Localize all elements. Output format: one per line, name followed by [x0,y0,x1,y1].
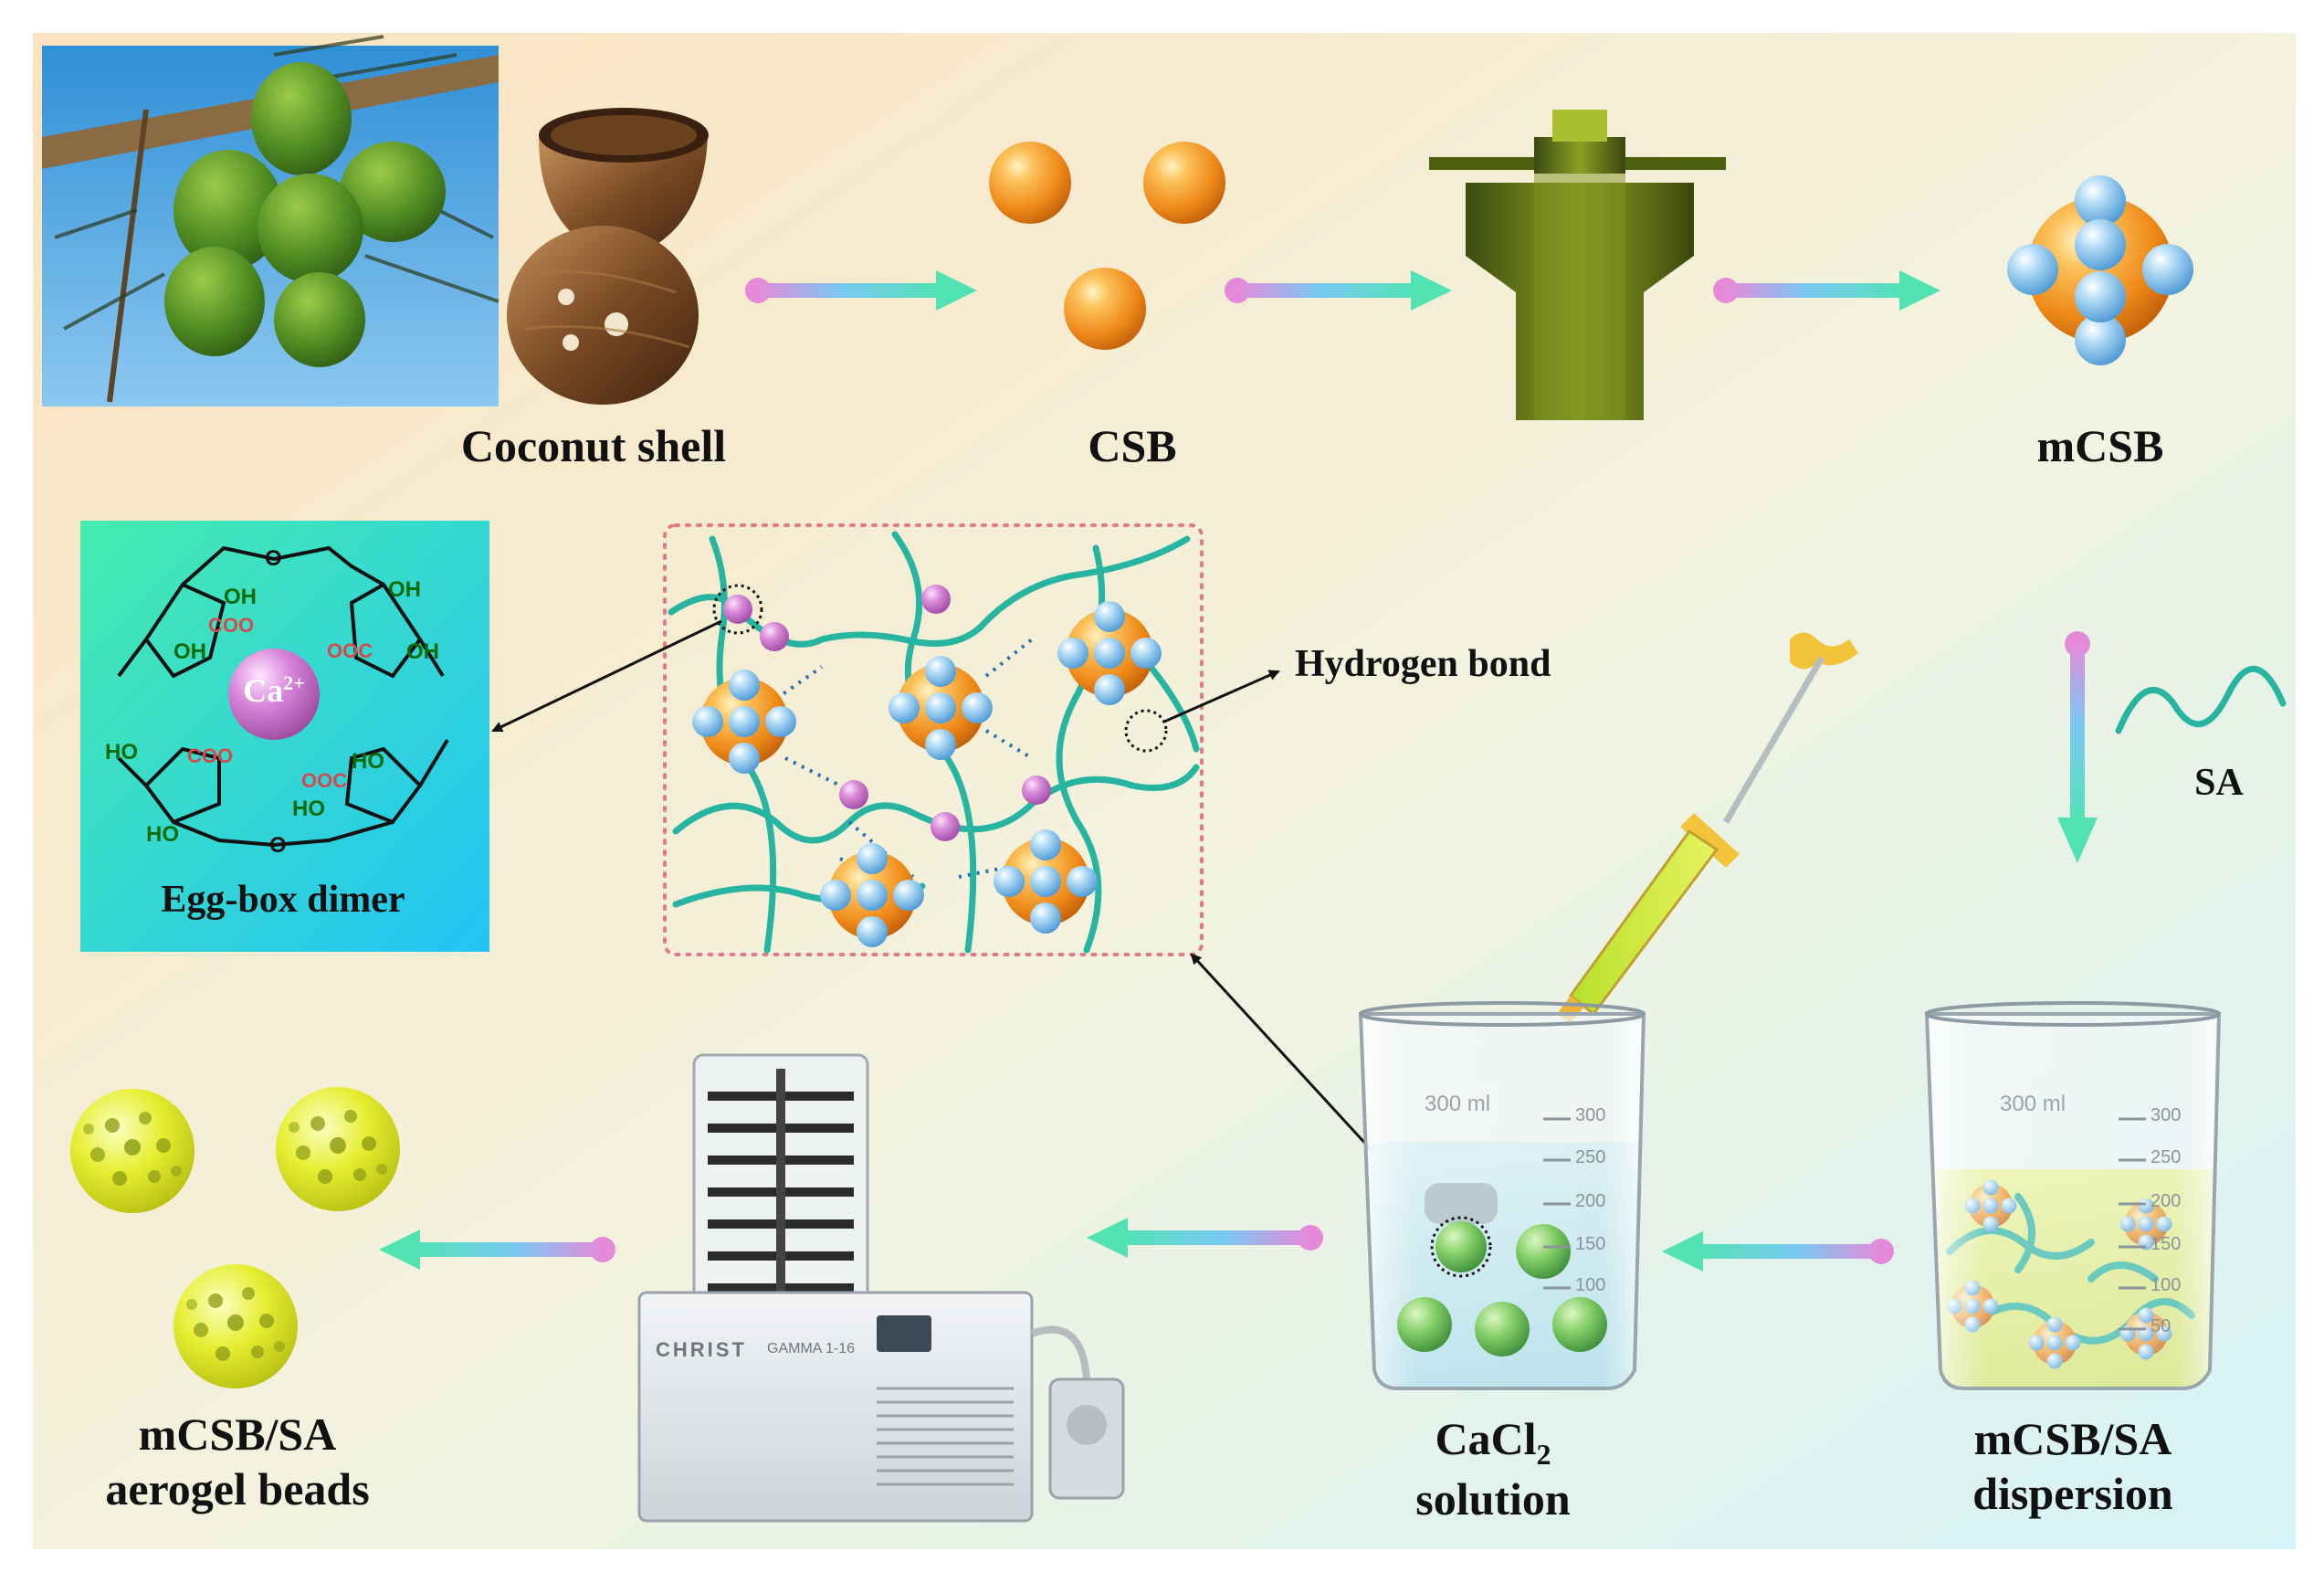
beaker2-tick-50: 50 [2150,1316,2172,1336]
beaker2-tick-100: 100 [2150,1275,2182,1295]
arrow-mold-to-mcsb [1713,270,1940,311]
ooc-label-2: OOC [301,769,348,792]
coo-label-1: COO [208,614,255,637]
ho-label-2: HO [352,749,384,774]
ooc-label-1: OOC [327,639,373,662]
label-egg-box-dimer: Egg-box dimer [161,879,405,921]
label-sa: SA [2194,762,2244,804]
arrow-freeze-dryer-to-aerogel [379,1229,615,1270]
ho-label-1: HO [105,740,138,765]
label-aerogel-line1: mCSB/SA [138,1409,337,1460]
oh-label-1: OH [224,585,257,609]
beaker2-tick-200: 200 [2150,1191,2182,1211]
mcsb-particle [2007,175,2193,365]
beaker-volume-label-2: 300 ml [2000,1092,2066,1116]
label-cacl2-line1: CaCl2 [1435,1413,1551,1471]
beaker-tick-100: 100 [1575,1275,1606,1295]
freeze-dryer-model: GAMMA 1-16 [767,1341,856,1356]
beaker-tick-150: 150 [1575,1234,1606,1254]
ca-ion-label: Ca2+ [243,671,305,709]
freeze-dryer-icon [637,1053,1125,1523]
label-dispersion-line1: mCSB/SA [1973,1413,2172,1464]
dispersion-beaker [1924,1001,2222,1390]
grinding-vessel-icon [1429,110,1726,420]
label-csb: CSB [1088,420,1177,471]
oh-label-2: OH [174,639,206,664]
label-aerogel-line2: aerogel beads [105,1463,370,1514]
freeze-dryer-brand: CHRIST [656,1338,747,1361]
beaker-tick-250: 250 [1575,1147,1606,1167]
csb-beads [989,142,1225,350]
label-mcsb: mCSB [2036,420,2164,471]
label-aerogel-beads: mCSB/SA aerogel beads [55,1407,420,1516]
label-cacl2-solution: CaCl2 solution [1351,1411,1635,1526]
beaker-volume-label-1: 300 ml [1425,1092,1491,1116]
beaker2-tick-250: 250 [2150,1147,2182,1167]
beaker-tick-200: 200 [1575,1191,1606,1211]
egg-box-dimer-panel [80,521,489,952]
arrow-shell-to-csb [745,270,977,311]
pointer-to-hydrogen-bond [1163,670,1280,723]
ho-label-3: HO [292,797,325,821]
coo-label-2: COO [187,744,234,767]
ho-label-4: HO [146,822,179,847]
ring-oxygen-label-1: O [265,546,282,571]
pointer-to-egg-box [491,619,722,733]
beaker2-tick-150: 150 [2150,1234,2182,1254]
label-cacl2-line2: solution [1415,1473,1571,1525]
label-hydrogen-bond: Hydrogen bond [1295,643,1551,685]
ring-oxygen-label-2: O [269,833,287,858]
arrow-mcsb-to-dispersion [2057,631,2098,863]
label-dispersion: mCSB/SA dispersion [1927,1411,2219,1521]
sa-chain-icon [2115,665,2287,734]
label-coconut-shell: Coconut shell [460,420,727,471]
coconut-shell-halves [507,108,709,405]
oh-label-3: OH [388,577,421,602]
arrow-cacl2-to-freeze-dryer [1087,1218,1323,1258]
beaker2-tick-300: 300 [2150,1105,2182,1125]
beaker-tick-300: 300 [1575,1105,1606,1125]
label-dispersion-line2: dispersion [1972,1468,2173,1519]
arrow-csb-to-mold [1225,270,1452,311]
arrow-dispersion-to-cacl2 [1662,1231,1894,1272]
oh-label-4: OH [406,639,439,664]
crosslinked-network [663,523,1204,956]
coconut-tree-photo [42,35,500,406]
cacl2-beaker [1358,1001,1646,1390]
